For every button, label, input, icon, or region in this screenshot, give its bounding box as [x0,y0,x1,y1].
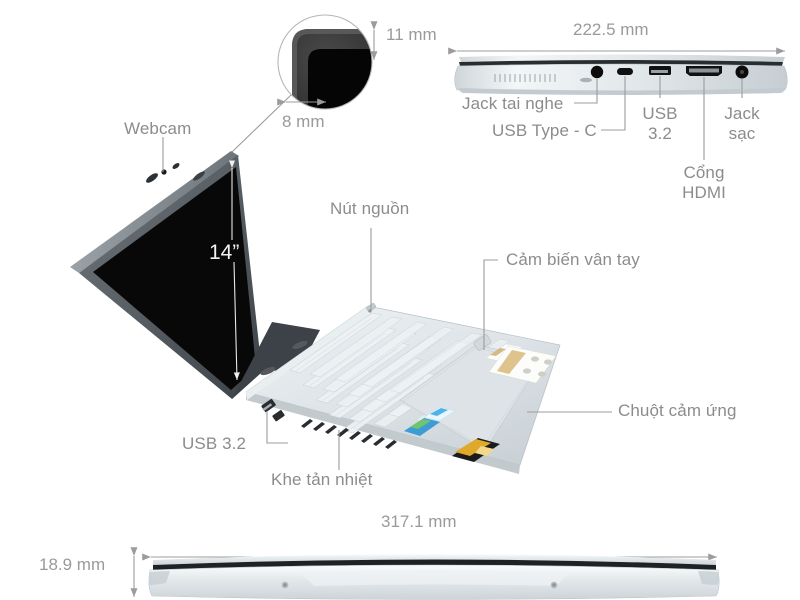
display-screen [93,167,256,390]
label-usb-32-left: USB 3.2 [182,434,247,453]
height-closed-dimension-label: 18.9 mm [39,555,106,574]
depth-dimension-label: 222.5 mm [573,20,649,39]
laptop-closed-front-view [130,547,720,600]
port-side-view [448,47,788,160]
label-cooling-vents: Khe tản nhiệt [271,470,373,489]
laptop-open-view: ASUS [70,137,612,474]
label-headphone-jack: Jack tai nghe [462,94,564,113]
label-touchpad: Chuột cảm ứng [618,401,737,420]
usb-c-port [617,68,633,75]
webcam-lens [161,169,167,175]
label-usb-32-right: USB 3.2 [642,104,678,144]
width-dimension-label: 317.1 mm [381,512,457,531]
label-screen-size: 14” [209,241,240,264]
cooling-vents [301,419,397,449]
bezel-width-label: 8 mm [282,112,325,131]
thickness-corner-label: 11 mm [386,25,437,44]
label-webcam: Webcam [124,119,192,138]
fingerprint-sensor [473,334,492,351]
label-hdmi-port: Cổng HDMI [682,163,726,203]
label-fingerprint-sensor: Cảm biến vân tay [506,250,640,269]
usb-port-left-2 [272,410,285,422]
label-power-button: Nút nguồn [330,199,410,218]
badge-stickers [404,406,500,462]
label-usb-type-c: USB Type - C [492,121,597,140]
headphone-jack-port [590,65,604,79]
label-power-jack: Jack sạc [724,104,760,144]
spec-stickers [485,343,557,384]
